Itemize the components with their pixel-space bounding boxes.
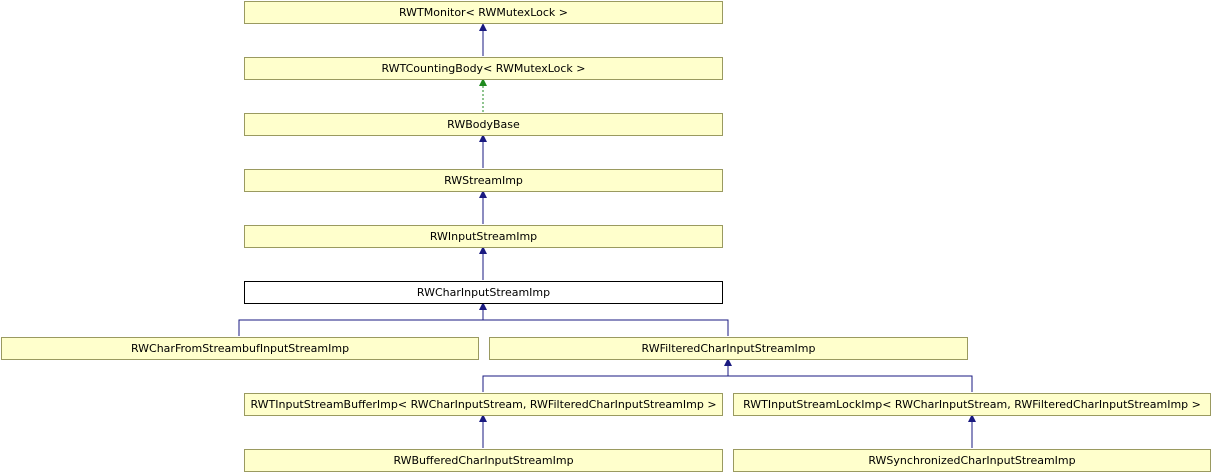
node-rwtmonitor[interactable]: RWTMonitor< RWMutexLock > (244, 1, 723, 24)
edge-charfromstreambuf-to-charinputstreamimp (238, 319, 483, 336)
node-rwtinputstreambufferimp[interactable]: RWTInputStreamBufferImp< RWCharInputStre… (244, 393, 723, 416)
edge-filteredchar-to-charinputstreamimp (483, 319, 729, 336)
node-rwtinputstreamlockimp[interactable]: RWTInputStreamLockImp< RWCharInputStream… (733, 393, 1211, 416)
edge-bufferimp-to-filteredchar (482, 375, 728, 392)
node-rwbufferedcharinputstreamimp[interactable]: RWBufferedCharInputStreamImp (244, 449, 723, 472)
node-rwinputstreamimp[interactable]: RWInputStreamImp (244, 225, 723, 248)
node-rwtcountingbody[interactable]: RWTCountingBody< RWMutexLock > (244, 57, 723, 80)
node-rwcharfromstreambufinputstreamimp[interactable]: RWCharFromStreambufInputStreamImp (1, 337, 479, 360)
node-rwstreamimp[interactable]: RWStreamImp (244, 169, 723, 192)
edge-lockimp-to-filteredchar (728, 375, 973, 392)
node-rwfilteredcharinputstreamimp[interactable]: RWFilteredCharInputStreamImp (489, 337, 968, 360)
node-rwsynchronizedcharinputstreamimp[interactable]: RWSynchronizedCharInputStreamImp (733, 449, 1211, 472)
node-rwcharinputstreamimp-current: RWCharInputStreamImp (244, 281, 723, 304)
node-rwbodybase[interactable]: RWBodyBase (244, 113, 723, 136)
